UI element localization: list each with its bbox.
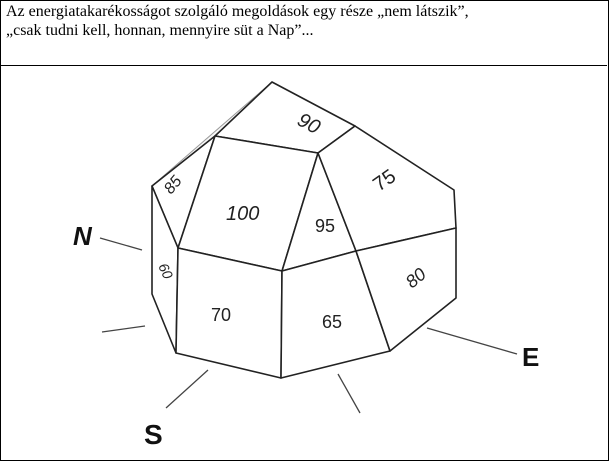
east-label: E	[522, 342, 539, 372]
building	[151, 81, 457, 379]
value-label-100: 100	[226, 203, 259, 225]
value-label-60: 60	[155, 261, 176, 282]
solar-exposure-diagram: 90 85 100 95 75 60 70 65 80 N E S	[73, 81, 539, 450]
east-ray	[426, 327, 518, 355]
face-75	[317, 125, 457, 252]
caption-line-2: „csak tudni kell, honnan, mennyire süt a…	[6, 22, 314, 39]
south-ray	[165, 369, 209, 409]
north-ray	[99, 237, 143, 251]
figure-caption: Az energiatakarékosságot szolgáló megold…	[0, 0, 607, 66]
face-80	[355, 227, 457, 352]
direction-rays	[99, 237, 518, 414]
value-label-70: 70	[211, 305, 231, 325]
caption-line-1: Az energiatakarékosságot szolgáló megold…	[6, 3, 469, 20]
south-label: S	[144, 419, 163, 450]
west-ray	[101, 325, 146, 333]
southeast-ray	[337, 373, 361, 414]
value-label-65: 65	[322, 312, 342, 332]
north-label: N	[73, 221, 93, 251]
value-label-95: 95	[315, 216, 335, 236]
